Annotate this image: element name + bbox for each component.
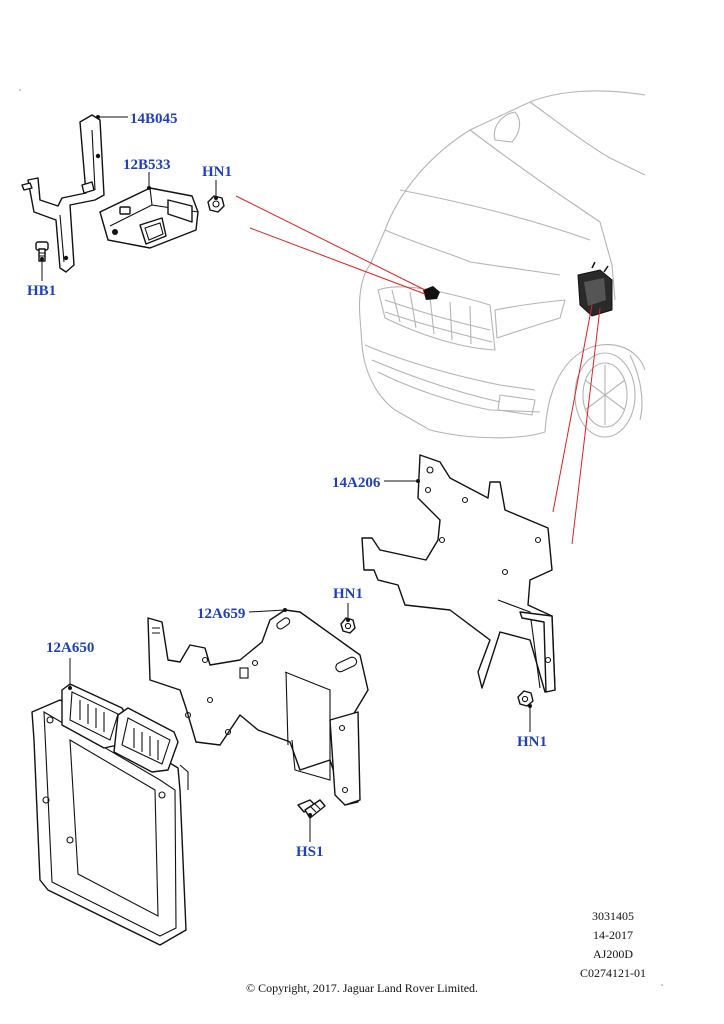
- leader-12a659: [248, 609, 286, 613]
- callout-hs1: HS1: [296, 844, 324, 860]
- model-code: AJ200D: [592, 947, 633, 961]
- callout-12a659: 12A659: [197, 606, 245, 622]
- part-14a206-bracket: [361, 454, 556, 693]
- callout-12b533: 12B533: [123, 157, 171, 173]
- drawing-date-code: 14-2017: [593, 928, 633, 942]
- callout-hn1-right: HN1: [517, 734, 547, 750]
- callout-hb1: HB1: [27, 283, 56, 299]
- part-12b533-sensor: [99, 187, 199, 249]
- illustration-id: C0274121-01: [580, 966, 646, 980]
- part-hn1-nut-right: [517, 690, 534, 707]
- part-hn1-nut-mid: [340, 617, 356, 634]
- part-14b045-bracket: [21, 114, 105, 273]
- vehicle-part-sensor: [423, 286, 440, 300]
- red-leader-lines: [235, 195, 601, 545]
- drawing-reference-block: 3031405 14-2017 AJ200D C0274121-01: [580, 907, 646, 983]
- copyright-notice: © Copyright, 2017. Jaguar Land Rover Lim…: [245, 981, 479, 995]
- part-12a659-bracket: [147, 609, 369, 806]
- callout-14a206: 14A206: [332, 475, 381, 491]
- drawing-number: 3031405: [592, 909, 634, 923]
- callout-12a650: 12A650: [46, 640, 94, 656]
- part-hb1-bolt: [35, 241, 49, 262]
- callout-14b045: 14B045: [130, 111, 178, 127]
- callout-hn1-top: HN1: [202, 164, 232, 180]
- vehicle-outline: [358, 90, 646, 439]
- part-12a650-ecu: [31, 683, 189, 946]
- part-hn1-nut-top: [207, 195, 225, 213]
- callout-hn1-mid: HN1: [333, 586, 363, 602]
- vehicle-part-module: [577, 261, 613, 317]
